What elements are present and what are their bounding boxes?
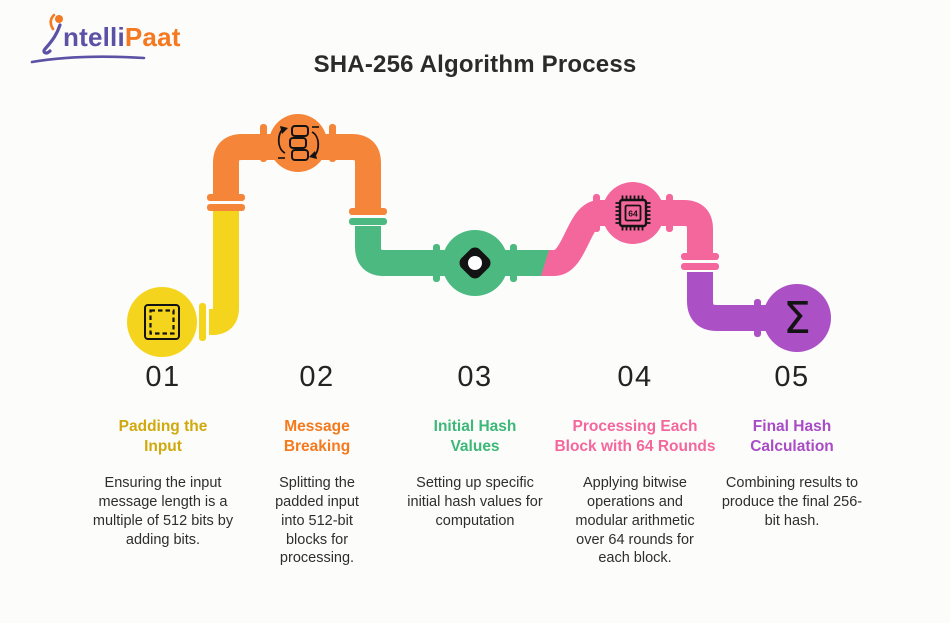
- logo-swoosh: [30, 55, 146, 64]
- step-column-4: 04 Processing Each Block with 64 Rounds …: [550, 363, 720, 568]
- node3-collar-right: [510, 244, 517, 282]
- junction3-flange-bottom: [681, 263, 719, 270]
- node4-collar-left: [593, 194, 600, 232]
- page-title: SHA-256 Algorithm Process: [313, 51, 637, 78]
- step-column-1: 01 Padding the Input Ensuring the input …: [78, 363, 248, 549]
- diamond-value-icon: [459, 247, 491, 279]
- step-title: Message Breaking: [283, 418, 351, 456]
- junction1-flange-bottom: [207, 204, 245, 211]
- step-number: 03: [457, 361, 493, 393]
- step-number: 02: [299, 361, 335, 393]
- padding-dashed-square-icon: [144, 304, 180, 340]
- pipe-segment-3-green: [355, 226, 553, 276]
- logo-figure-icon: [42, 13, 63, 55]
- processor-chip-icon: 64: [615, 195, 651, 231]
- pipe-segment-1-yellow: [199, 211, 239, 335]
- node2-collar-left: [260, 124, 267, 162]
- sigma-icon: Σ: [783, 293, 811, 344]
- logo-wordmark: ntelliPaat: [63, 22, 181, 53]
- intellipaat-logo[interactable]: ntelliPaat: [30, 12, 181, 64]
- step-description: Setting up specific initial hash values …: [407, 475, 543, 529]
- step-title: Final Hash Calculation: [750, 418, 834, 456]
- step1-node-circle[interactable]: [127, 287, 197, 357]
- pipe-green-pink-transition: [541, 250, 563, 276]
- step-number: 05: [774, 361, 810, 393]
- junction3-flange-top: [681, 253, 719, 260]
- step5-node-circle[interactable]: [763, 284, 831, 352]
- chip-64-label: 64: [628, 209, 638, 219]
- step-number: 01: [145, 361, 181, 393]
- step-description: Combining results to produce the final 2…: [721, 475, 863, 529]
- node4-collar-right: [666, 194, 673, 232]
- node3-collar-left: [433, 244, 440, 282]
- logo-text-primary: ntelli: [63, 22, 125, 52]
- step-column-2: 02 Message Breaking Splitting the padded…: [232, 363, 402, 568]
- step-column-3: 03 Initial Hash Values Setting up specif…: [390, 363, 560, 531]
- step-description: Splitting the padded input into 512-bit …: [275, 475, 359, 567]
- junction2-flange-top: [349, 208, 387, 215]
- junction1-flange-top: [207, 194, 245, 201]
- node5-collar-left: [754, 299, 761, 337]
- step-description: Ensuring the input message length is a m…: [92, 475, 234, 548]
- pipe-segment-5-purple: [687, 272, 797, 331]
- logo-text-secondary: Paat: [124, 22, 181, 52]
- step4-node-circle[interactable]: [602, 182, 664, 244]
- step-column-5: 05 Final Hash Calculation Combining resu…: [707, 363, 877, 531]
- step-title: Initial Hash Values: [433, 418, 517, 456]
- workflow-blocks-icon: [277, 125, 320, 161]
- junction2-flange-bottom: [349, 218, 387, 225]
- step-description: Applying bitwise operations and modular …: [575, 475, 695, 567]
- step-number: 04: [617, 361, 653, 393]
- step-title: Processing Each Block with 64 Rounds: [554, 418, 716, 456]
- node2-collar-right: [329, 124, 336, 162]
- node1-collar-right: [199, 303, 206, 341]
- step-title: Padding the Input: [118, 418, 208, 456]
